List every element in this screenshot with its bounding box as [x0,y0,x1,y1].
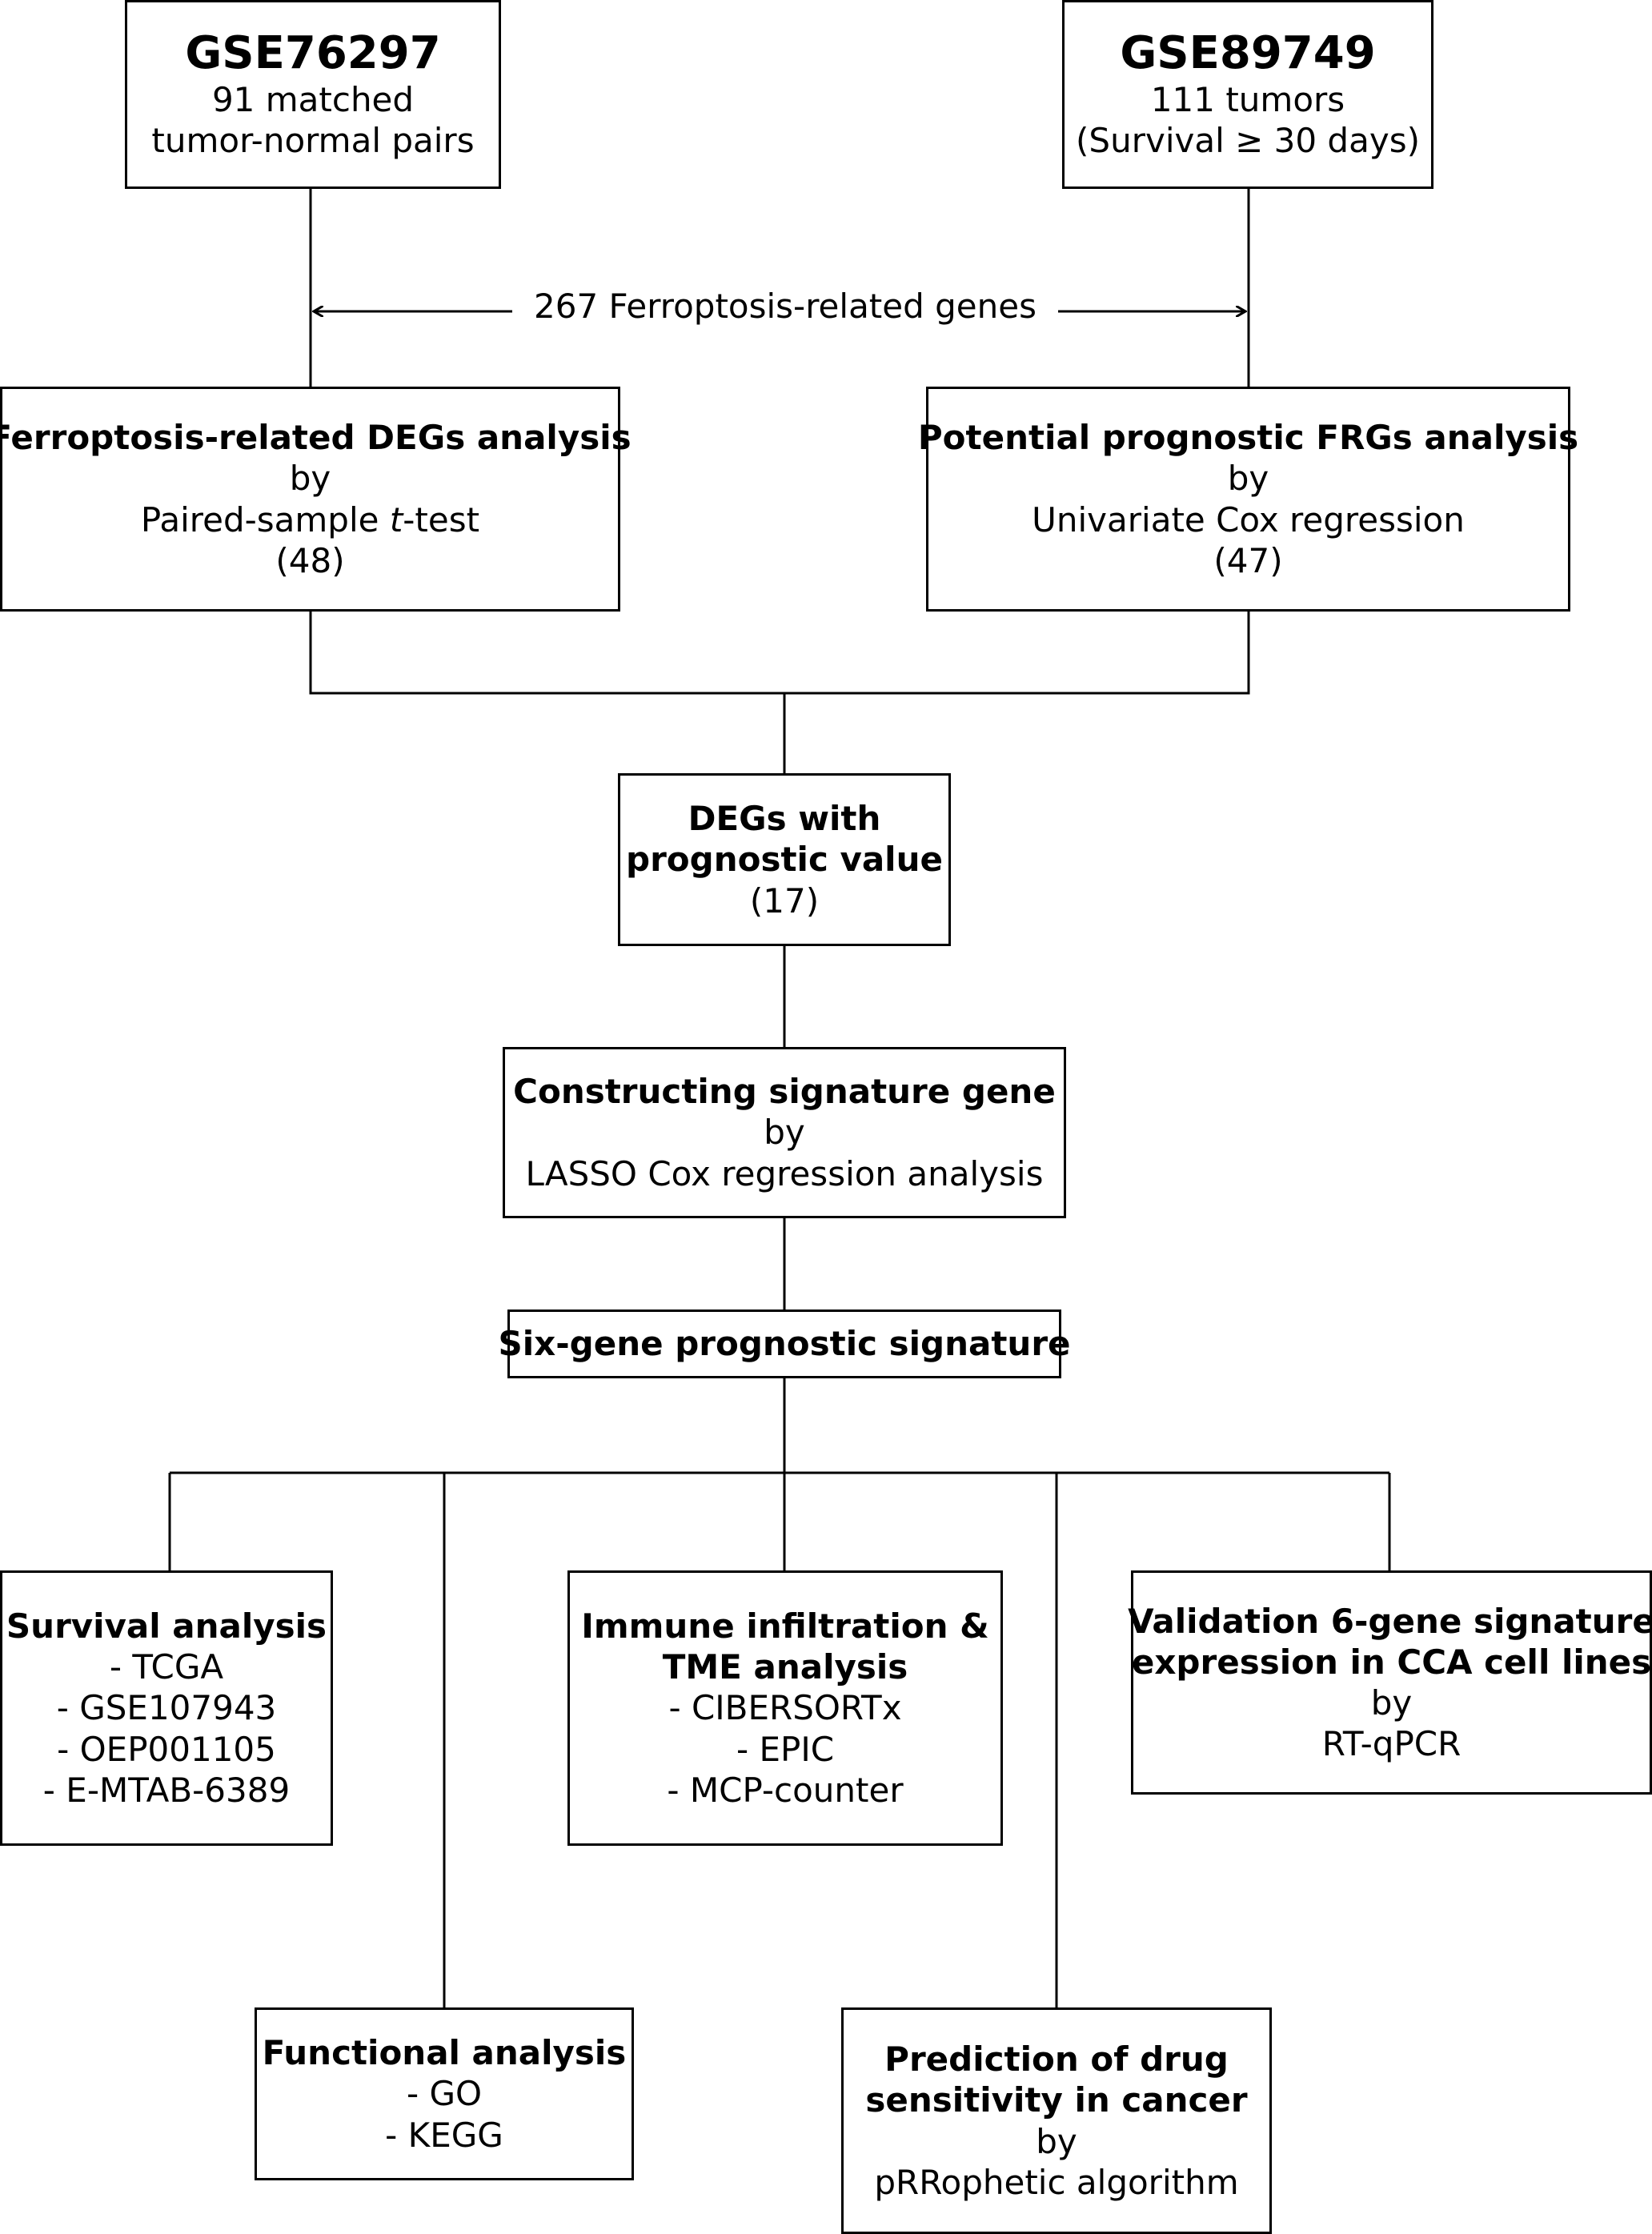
immune-line2: TME analysis [662,1647,908,1687]
constructing-title: Constructing signature gene [513,1072,1056,1112]
prognostic-analysis-count: (47) [1213,540,1283,580]
gse76297-title: GSE76297 [185,26,441,79]
constructing-method: LASSO Cox regression analysis [525,1153,1044,1193]
survival-item: - TCGA [109,1647,224,1687]
degs-analysis-box: Ferroptosis-related DEGs analysis by Pai… [0,387,632,612]
validation-line1: Validation 6-gene signature [1128,1601,1652,1641]
prognostic-analysis-box: Potential prognostic FRGs analysis by Un… [918,387,1578,612]
survival-box: Survival analysis - TCGA - GSE107943 - O… [0,1570,333,1846]
validation-line2: expression in CCA cell lines [1131,1642,1652,1682]
drug-method: pRRophetic algorithm [874,2162,1239,2202]
immune-box: Immune infiltration & TME analysis - CIB… [567,1570,1003,1846]
ferroptosis-genes-label: 267 Ferroptosis-related genes [516,287,1054,336]
drug-line2: sensitivity in cancer [865,2080,1248,2120]
degs-analysis-method: Paired-sample t-test [140,499,480,539]
validation-method: RT-qPCR [1321,1724,1462,1764]
functional-item: - KEGG [385,2115,503,2155]
functional-title: Functional analysis [262,2033,627,2073]
survival-title: Survival analysis [6,1606,327,1646]
gse76297-line2: tumor-normal pairs [151,121,475,161]
degs-prognostic-count: (17) [749,880,820,920]
immune-item: - CIBERSORTx [668,1688,902,1728]
survival-item: - GSE107943 [56,1688,277,1728]
prognostic-analysis-by: by [1227,459,1269,499]
prognostic-analysis-title: Potential prognostic FRGs analysis [917,418,1579,458]
prognostic-analysis-method: Univariate Cox regression [1032,499,1465,539]
degs-prognostic-box: DEGs with prognostic value (17) [618,773,951,946]
gse76297-line1: 91 matched [211,79,415,119]
connector-merge [309,612,1250,695]
degs-analysis-by: by [289,459,331,499]
validation-box: Validation 6-gene signature expression i… [1128,1570,1652,1795]
gse89749-line1: 111 tumors [1150,79,1345,119]
functional-box: Functional analysis - GO - KEGG [255,2007,634,2180]
survival-item: - E-MTAB-6389 [42,1770,291,1810]
six-gene-box: Six-gene prognostic signature [498,1310,1071,1378]
drug-by: by [1036,2121,1077,2161]
immune-item: - MCP-counter [667,1770,904,1810]
constructing-by: by [764,1113,805,1153]
degs-prognostic-line1: DEGs with [688,799,881,839]
functional-item: - GO [406,2074,483,2114]
constructing-box: Constructing signature gene by LASSO Cox… [503,1047,1066,1218]
drug-line1: Prediction of drug [884,2039,1229,2080]
degs-prognostic-line2: prognostic value [626,840,943,880]
degs-analysis-title: Ferroptosis-related DEGs analysis [0,418,632,458]
gse89749-line2: (Survival ≥ 30 days) [1076,121,1420,161]
degs-analysis-count: (48) [275,540,345,580]
immune-item: - EPIC [736,1729,835,1769]
gse89749-title: GSE89749 [1120,26,1376,79]
six-gene-title: Six-gene prognostic signature [498,1324,1071,1364]
gse89749-box: GSE89749 111 tumors (Survival ≥ 30 days) [1062,0,1433,189]
survival-item: - OEP001105 [57,1729,276,1769]
immune-line1: Immune infiltration & [581,1606,989,1646]
gse76297-box: GSE76297 91 matched tumor-normal pairs [125,0,501,189]
validation-by: by [1370,1683,1413,1723]
drug-box: Prediction of drug sensitivity in cancer… [841,2007,1272,2234]
